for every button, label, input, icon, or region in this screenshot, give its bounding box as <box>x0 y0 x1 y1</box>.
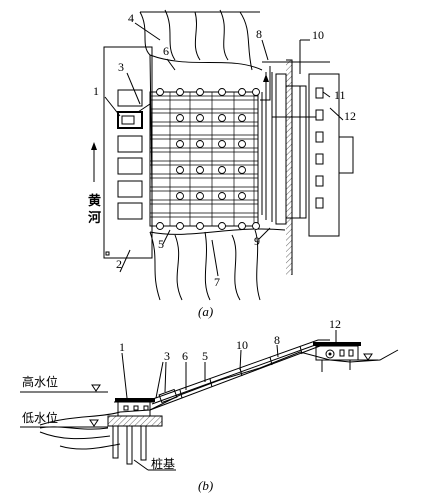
pile-foundation <box>112 425 147 465</box>
section-label-10: 10 <box>236 338 248 352</box>
section-caption: (b) <box>198 478 213 493</box>
pile-label: 桩基 <box>151 456 175 471</box>
plan-label-2: 2 <box>116 257 122 271</box>
outlet-pipes <box>260 66 273 222</box>
river-label-char-1: 黄 <box>88 193 101 209</box>
section-label-12: 12 <box>329 317 341 331</box>
river-label-char-2: 河 <box>88 210 101 226</box>
section-label-8: 8 <box>274 333 280 347</box>
section-view: 高水位 低水位 桩基 1 3 6 <box>20 317 399 493</box>
pump-house-outline <box>103 46 153 259</box>
slope-bottom-region <box>149 229 261 301</box>
low-water-label: 低水位 <box>22 410 58 425</box>
plan-label-5: 5 <box>158 237 164 251</box>
section-label-6: 6 <box>182 349 188 363</box>
plan-label-9: 9 <box>254 234 260 248</box>
high-water-level <box>20 384 108 393</box>
plan-label-4: 4 <box>128 11 134 25</box>
support-piers <box>156 88 260 230</box>
plan-caption: (a) <box>198 304 213 319</box>
plan-label-3: 3 <box>118 60 124 74</box>
section-pump-house <box>107 398 163 427</box>
section-label-5: 5 <box>202 349 208 363</box>
slide-rail-platform <box>149 91 259 227</box>
slope-pipe <box>149 339 330 401</box>
plan-label-1: 1 <box>93 84 99 98</box>
rail-lines <box>150 95 258 218</box>
river-flow-arrow <box>91 142 97 150</box>
section-outlet-house <box>313 342 378 372</box>
section-label-3: 3 <box>164 349 170 363</box>
plan-label-8: 8 <box>256 27 262 41</box>
plan-label-11: 11 <box>334 88 346 102</box>
ground-profile <box>39 349 399 426</box>
plan-label-10: 10 <box>312 28 324 42</box>
high-water-label: 高水位 <box>22 374 58 389</box>
slope-top-region <box>139 9 260 191</box>
plan-view: 黄 河 1 2 3 4 5 6 7 8 9 10 11 12 (a) <box>88 9 356 319</box>
pump-units <box>117 89 151 220</box>
plan-label-12: 12 <box>344 109 356 123</box>
flow-arrow <box>263 74 269 82</box>
section-label-1: 1 <box>119 340 125 354</box>
plan-label-7: 7 <box>214 275 220 289</box>
plan-label-6: 6 <box>163 44 169 58</box>
outlet-gates <box>315 87 324 209</box>
